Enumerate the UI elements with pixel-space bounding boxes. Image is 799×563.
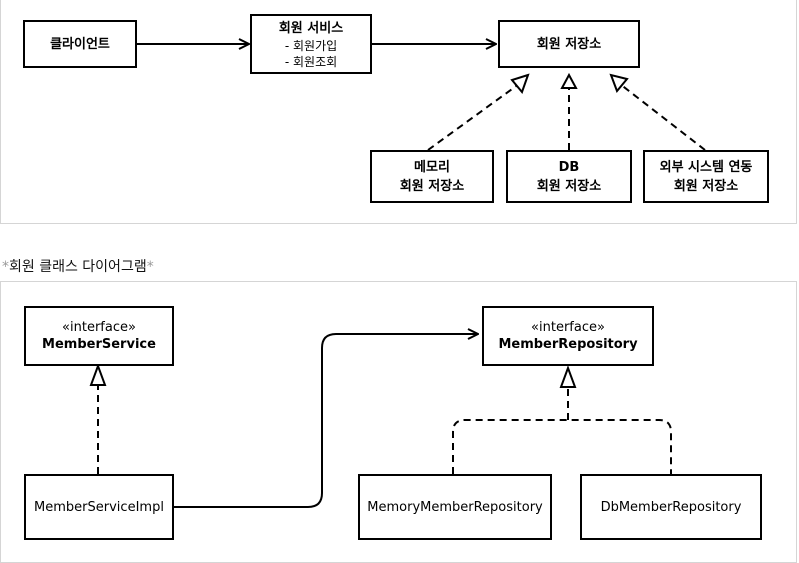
client-box: 클라이언트: [23, 20, 137, 68]
db-repository-line2: 회원 저장소: [536, 178, 602, 194]
member-repository-box: 회원 저장소: [498, 20, 640, 68]
member-service-box: 회원 서비스 - 회원가입 - 회원조회: [250, 14, 372, 74]
member-service-item-lookup: - 회원조회: [284, 54, 338, 69]
external-repository-line1: 외부 시스템 연동: [659, 159, 753, 175]
client-label: 클라이언트: [50, 36, 110, 52]
memory-member-repository-name: MemoryMemberRepository: [367, 499, 543, 515]
memory-member-repository-box: MemoryMemberRepository: [358, 474, 552, 540]
external-repository-line2: 회원 저장소: [673, 178, 739, 194]
memory-repository-line2: 회원 저장소: [399, 178, 465, 194]
db-member-repository-box: DbMemberRepository: [580, 474, 762, 540]
memory-repository-line1: 메모리: [414, 159, 450, 175]
caption-star-open: *: [2, 259, 9, 275]
member-repository-label: 회원 저장소: [536, 36, 602, 52]
caption-text: 회원 클래스 다이어그램: [9, 259, 147, 275]
member-service-impl-box: MemberServiceImpl: [24, 474, 174, 540]
caption-star-close: *: [146, 259, 154, 275]
db-member-repository-name: DbMemberRepository: [600, 499, 742, 515]
member-service-name: MemberService: [42, 337, 156, 352]
member-repository-stereotype: «interface»: [531, 320, 605, 335]
member-service-item-signup: - 회원가입: [284, 38, 338, 53]
external-repository-box: 외부 시스템 연동 회원 저장소: [643, 150, 769, 203]
member-repository-interface-box: «interface» MemberRepository: [482, 306, 654, 366]
member-service-stereotype: «interface»: [62, 320, 136, 335]
class-diagram-caption: *회원 클래스 다이어그램*: [2, 256, 154, 276]
db-repository-line1: DB: [558, 159, 580, 175]
member-service-impl-name: MemberServiceImpl: [34, 499, 164, 515]
db-repository-box: DB 회원 저장소: [506, 150, 632, 203]
member-repository-name: MemberRepository: [498, 337, 638, 352]
member-service-interface-box: «interface» MemberService: [24, 306, 174, 366]
memory-repository-box: 메모리 회원 저장소: [370, 150, 494, 203]
member-service-title: 회원 서비스: [278, 20, 344, 36]
